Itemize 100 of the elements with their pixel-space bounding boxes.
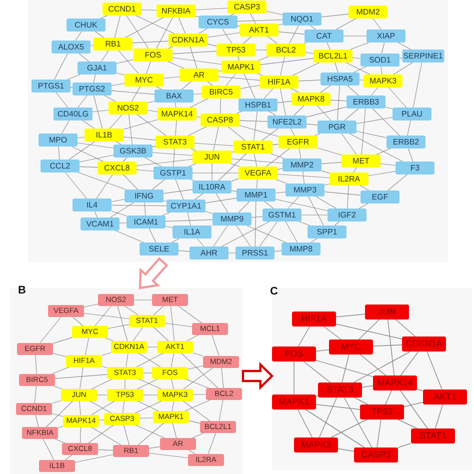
interaction-line	[100, 15, 108, 19]
interaction-line	[141, 9, 157, 11]
interaction-line	[116, 72, 125, 76]
interaction-line	[74, 454, 114, 463]
interaction-line	[336, 324, 402, 340]
interaction-line	[275, 199, 328, 211]
interaction-line	[218, 76, 260, 81]
interaction-line	[80, 426, 82, 444]
interaction-line	[111, 199, 125, 202]
gene-node: ALOX5	[52, 40, 90, 54]
interaction-line	[301, 214, 328, 216]
interaction-line	[231, 178, 239, 182]
interaction-line	[52, 366, 70, 374]
interaction-line	[144, 202, 146, 216]
interaction-line	[356, 117, 393, 124]
interaction-line	[346, 62, 370, 75]
interaction-line	[385, 106, 393, 110]
interaction-line	[110, 202, 134, 218]
interaction-line	[122, 400, 125, 414]
interaction-line	[218, 153, 247, 181]
gene-node: AKT1	[423, 390, 467, 404]
interaction-line	[305, 409, 365, 448]
interaction-line	[310, 238, 318, 243]
gene-node: MDM2	[348, 6, 388, 18]
interaction-line	[264, 88, 274, 99]
interaction-line	[321, 162, 342, 164]
interaction-line	[400, 390, 428, 429]
interaction-line	[119, 222, 127, 224]
gene-node: FOS	[272, 346, 316, 362]
interaction-line	[212, 334, 220, 356]
interaction-line	[302, 171, 304, 184]
gene-node: IFNG	[124, 190, 164, 202]
interaction-line	[105, 338, 114, 342]
interaction-line	[126, 352, 128, 368]
interaction-line	[71, 146, 104, 162]
interaction-line	[298, 148, 302, 159]
interaction-line	[168, 61, 184, 69]
interaction-line	[268, 111, 276, 116]
interaction-line	[353, 66, 367, 73]
interaction-line	[380, 66, 382, 75]
gene-node: IL2RA	[330, 172, 368, 186]
interaction-line	[79, 154, 114, 162]
interaction-line	[408, 148, 414, 162]
interaction-line	[292, 62, 320, 76]
interaction-line	[138, 422, 164, 446]
interaction-line	[361, 108, 366, 155]
interaction-line	[280, 88, 286, 116]
interaction-line	[231, 190, 237, 192]
interaction-line	[46, 400, 74, 428]
interaction-line	[138, 378, 162, 390]
interaction-line	[196, 238, 204, 247]
interaction-line	[194, 193, 204, 200]
gene-node: CASP3	[228, 0, 266, 14]
interaction-line	[123, 174, 138, 190]
interaction-line	[79, 400, 81, 416]
gene-node: CHUK	[66, 18, 106, 32]
gene-node: FOS	[134, 48, 172, 62]
interaction-line	[376, 419, 382, 448]
interaction-line	[285, 221, 298, 243]
gene-node: HIF1A	[260, 76, 298, 88]
interaction-line	[266, 10, 283, 16]
gene-node: NFE2L2	[268, 116, 306, 128]
interaction-line	[207, 44, 217, 46]
interaction-line	[102, 352, 112, 356]
gene-node: CDKN1A	[402, 336, 446, 352]
interaction-line	[192, 172, 239, 174]
interaction-line	[196, 116, 201, 118]
interaction-line	[132, 40, 169, 44]
interaction-line	[362, 385, 374, 388]
interaction-line	[243, 36, 252, 44]
interaction-line	[205, 211, 213, 214]
interaction-line	[258, 56, 270, 61]
interaction-line	[187, 212, 191, 226]
interaction-line	[111, 90, 155, 95]
gene-node: IL10RA	[192, 180, 232, 194]
interaction-line	[162, 212, 170, 216]
interaction-line	[90, 45, 94, 46]
interaction-line	[123, 119, 158, 130]
interaction-line	[173, 148, 175, 167]
interaction-line	[88, 424, 114, 444]
interaction-line	[336, 314, 366, 318]
interaction-line	[297, 409, 313, 438]
gene-node: MAPK14	[158, 108, 196, 120]
interaction-line	[275, 192, 286, 194]
interaction-line	[188, 126, 207, 136]
interaction-line	[298, 221, 310, 226]
interaction-line	[336, 18, 356, 30]
interaction-line	[192, 394, 206, 395]
interaction-line	[54, 53, 68, 80]
interaction-line	[259, 221, 278, 247]
interaction-line	[244, 73, 256, 99]
interaction-line	[236, 225, 251, 247]
interaction-line	[89, 400, 112, 414]
interaction-line	[216, 193, 228, 213]
gene-node: AKT1	[240, 24, 278, 36]
interaction-line	[231, 158, 283, 164]
interaction-line	[65, 172, 87, 199]
interaction-line	[152, 152, 193, 156]
interaction-line	[54, 374, 108, 379]
interaction-line	[376, 148, 391, 155]
